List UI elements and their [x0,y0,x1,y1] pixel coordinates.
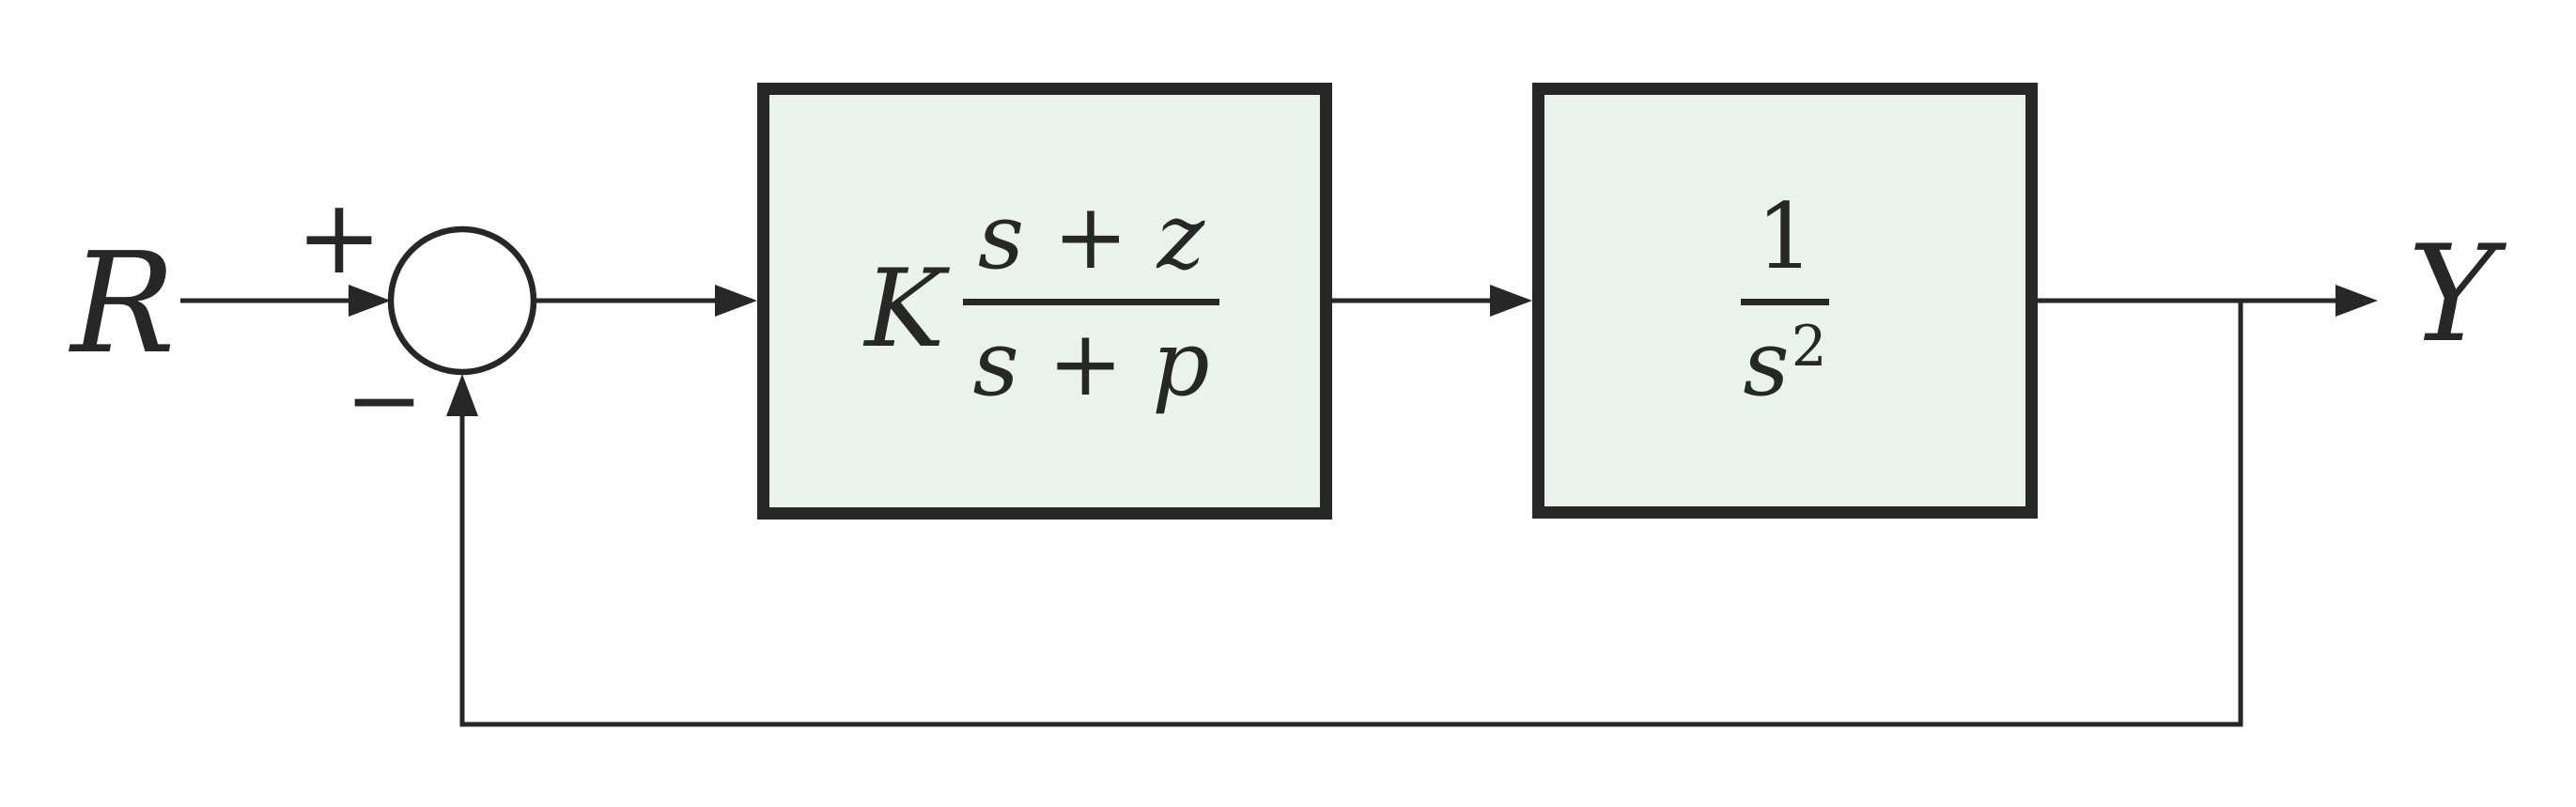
fraction-denominator: s + p [972,311,1210,416]
compensator-formula: K s + z s + p [864,188,1224,413]
fraction-denominator: s2 [1728,305,1841,414]
output-label: Y [2408,216,2496,372]
plant-denominator-exponent: 2 [1791,314,1827,380]
arrowhead-right-icon [349,285,391,317]
block-plant: 1 s2 [1532,83,2038,519]
plus-sign: + [295,177,383,297]
minus-sign: − [345,344,424,455]
arrowhead-up-icon [446,374,478,416]
compensator-gain: K [864,245,945,371]
arrowhead-right-icon [2335,285,2378,317]
feedback-line [459,301,2243,727]
input-label: R [70,223,176,384]
plant-denominator-base: s [1743,310,1790,416]
block-compensator: K s + z s + p [757,83,1332,520]
arrowhead-right-icon [1490,285,1532,317]
fraction-numerator: 1 [1741,187,1829,305]
plant-formula: 1 s2 [1728,187,1841,414]
compensator-fraction: s + z s + p [957,188,1224,413]
arrowhead-right-icon [715,285,757,317]
plant-fraction: 1 s2 [1728,187,1841,414]
fraction-numerator: s + z [962,188,1220,305]
